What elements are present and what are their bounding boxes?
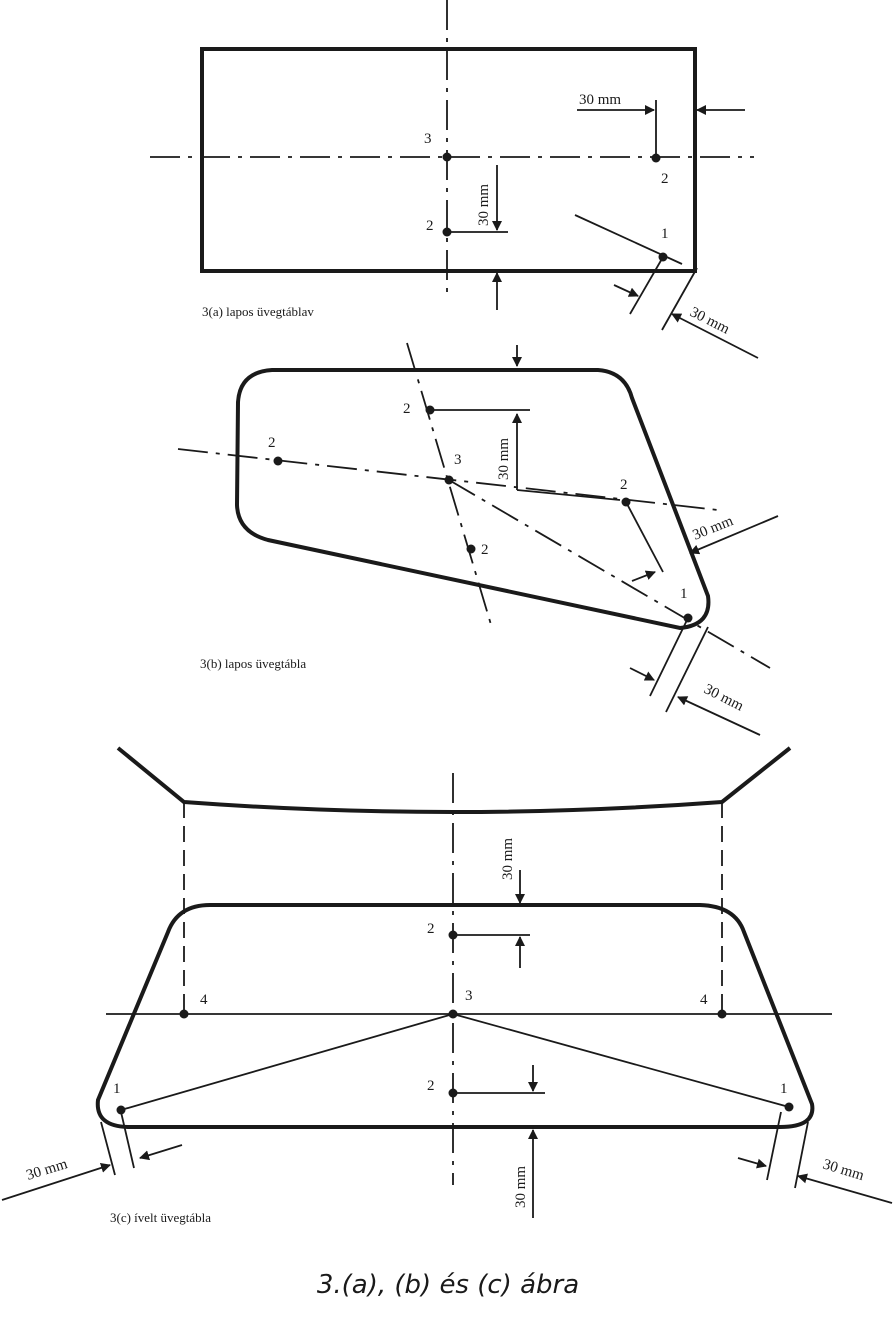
panel-a-point-2-right bbox=[651, 153, 661, 163]
panel-a-dim-vert-label: 30 mm bbox=[476, 184, 492, 226]
panel-a-label-3: 3 bbox=[424, 131, 432, 147]
panel-c-label-3: 3 bbox=[465, 988, 473, 1004]
panel-a-label-2-bottom: 2 bbox=[426, 218, 434, 234]
panel-a-corner-leader-in bbox=[613, 284, 639, 297]
panel-b: 30 mm 2 2 3 2 2 30 mm 1 30 mm 3(b) lapos… bbox=[177, 342, 779, 736]
panel-c-glass-outline bbox=[95, 903, 815, 1129]
panel-b-dim-vert-label: 30 mm bbox=[496, 438, 512, 480]
panel-c-right-label: 30 mm bbox=[821, 1157, 866, 1185]
panel-c: 30 mm 2 4 3 4 30 mm 2 1 30 mm 1 30 mm 3(… bbox=[1, 746, 893, 1225]
figure-caption: 3.(a), (b) és (c) ábra bbox=[317, 1270, 579, 1300]
panel-c-right-leader-in bbox=[737, 1157, 767, 1169]
panel-a: 30 mm 2 3 30 mm 2 1 30 mm 3(a) lapos üve… bbox=[150, 0, 759, 359]
panel-a-glass-outline bbox=[200, 47, 697, 273]
panel-b-label-3: 3 bbox=[454, 452, 462, 468]
panel-b-side-leader-in bbox=[631, 570, 656, 582]
panel-a-corner-ext-2 bbox=[661, 267, 698, 331]
panel-c-dim-top-label: 30 mm bbox=[500, 838, 516, 880]
panel-c-left-ext-1 bbox=[100, 1121, 116, 1176]
panel-b-corner-leader-in bbox=[629, 667, 655, 681]
panel-b-dim-vert-ext-bottom bbox=[516, 489, 621, 501]
panel-b-axis-steep bbox=[406, 342, 493, 629]
panel-b-point-2-left bbox=[273, 456, 283, 466]
panel-b-label-2-lower: 2 bbox=[481, 542, 489, 558]
panel-a-corner-leader-out bbox=[671, 313, 759, 359]
panel-b-label-2-top: 2 bbox=[403, 401, 411, 417]
panel-c-label-2-top: 2 bbox=[427, 921, 435, 937]
panel-c-point-4-left bbox=[179, 1009, 189, 1019]
panel-c-upper-outline bbox=[116, 746, 792, 814]
panel-a-dim-top-label: 30 mm bbox=[579, 92, 621, 108]
panel-c-label-1-left: 1 bbox=[113, 1081, 121, 1097]
panel-b-label-1: 1 bbox=[680, 586, 688, 602]
panel-b-corner-ext-2 bbox=[665, 626, 709, 713]
panel-c-caption: 3(c) ívelt üvegtábla bbox=[110, 1210, 211, 1225]
panel-c-diag-left bbox=[120, 1013, 454, 1111]
panel-c-point-2-bottom bbox=[448, 1088, 458, 1098]
panel-b-side-ext bbox=[625, 501, 664, 573]
panel-c-label-2-bottom: 2 bbox=[427, 1078, 435, 1094]
panel-b-side-label: 30 mm bbox=[691, 513, 736, 544]
panel-a-point-2-bottom bbox=[442, 227, 452, 237]
panel-a-corner-ext-1 bbox=[629, 256, 664, 315]
panel-c-label-4-left: 4 bbox=[200, 992, 208, 1008]
panel-c-label-1-right: 1 bbox=[780, 1081, 788, 1097]
panel-b-side-leader-out bbox=[689, 515, 779, 555]
panel-b-point-2-top bbox=[425, 405, 435, 415]
panel-a-caption: 3(a) lapos üvegtáblav bbox=[202, 304, 314, 319]
panel-b-point-2-lower bbox=[466, 544, 476, 554]
panel-c-label-4-right: 4 bbox=[700, 992, 708, 1008]
panel-c-point-4-right bbox=[717, 1009, 727, 1019]
panel-b-corner-ext-1 bbox=[649, 617, 689, 697]
panel-c-left-leader-in bbox=[1, 1163, 111, 1201]
panel-c-right-leader-out bbox=[797, 1173, 893, 1204]
panel-c-point-3 bbox=[448, 1009, 458, 1019]
panel-b-corner-leader-out bbox=[677, 696, 761, 736]
panel-c-right-ext-1 bbox=[766, 1111, 782, 1181]
panel-c-point-1-right bbox=[784, 1102, 794, 1112]
panel-b-corner-label: 30 mm bbox=[701, 681, 746, 715]
panel-c-left-leader-out bbox=[139, 1144, 183, 1161]
panel-a-label-2-right: 2 bbox=[661, 171, 669, 187]
panel-c-left-ext-2 bbox=[120, 1111, 135, 1169]
panel-b-glass-outline bbox=[234, 368, 711, 631]
panel-b-axis-diagonal bbox=[448, 479, 771, 669]
panel-c-point-2-top bbox=[448, 930, 458, 940]
panel-b-label-2-left: 2 bbox=[268, 435, 276, 451]
panel-b-label-2-right: 2 bbox=[620, 477, 628, 493]
panel-a-point-3 bbox=[442, 152, 452, 162]
panel-c-point-1-left bbox=[116, 1105, 126, 1115]
panel-c-dim-bottom-label: 30 mm bbox=[513, 1166, 529, 1208]
panel-a-label-1: 1 bbox=[661, 226, 669, 242]
panel-b-point-3 bbox=[444, 475, 454, 485]
panel-c-diag-right bbox=[452, 1013, 790, 1108]
panel-b-caption: 3(b) lapos üvegtábla bbox=[200, 656, 306, 671]
